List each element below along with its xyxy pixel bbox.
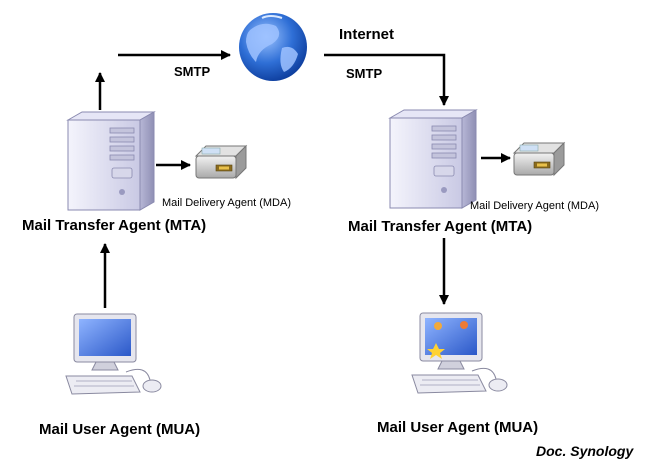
hard-drive-icon	[195, 145, 247, 179]
mda-label-right: Mail Delivery Agent (MDA)	[470, 200, 599, 212]
credit-text: Doc. Synology	[536, 443, 634, 459]
globe-icon	[239, 13, 307, 81]
mta-label-left: Mail Transfer Agent (MTA)	[22, 217, 207, 234]
mua-label-right: Mail User Agent (MUA)	[377, 419, 539, 436]
smtp-label-right: SMTP	[346, 66, 383, 81]
server-icon	[389, 109, 477, 209]
mta-label-right: Mail Transfer Agent (MTA)	[348, 218, 533, 235]
hard-drive-icon	[513, 142, 565, 176]
desktop-computer-icon	[411, 312, 508, 394]
internet-label: Internet	[339, 26, 395, 43]
smtp-label-left: SMTP	[174, 64, 211, 79]
arrow-internet-to-right	[324, 53, 449, 106]
mua-label-left: Mail User Agent (MUA)	[39, 421, 201, 438]
mda-label-left: Mail Delivery Agent (MDA)	[162, 197, 291, 209]
server-icon	[67, 111, 155, 211]
desktop-computer-icon	[65, 313, 162, 395]
